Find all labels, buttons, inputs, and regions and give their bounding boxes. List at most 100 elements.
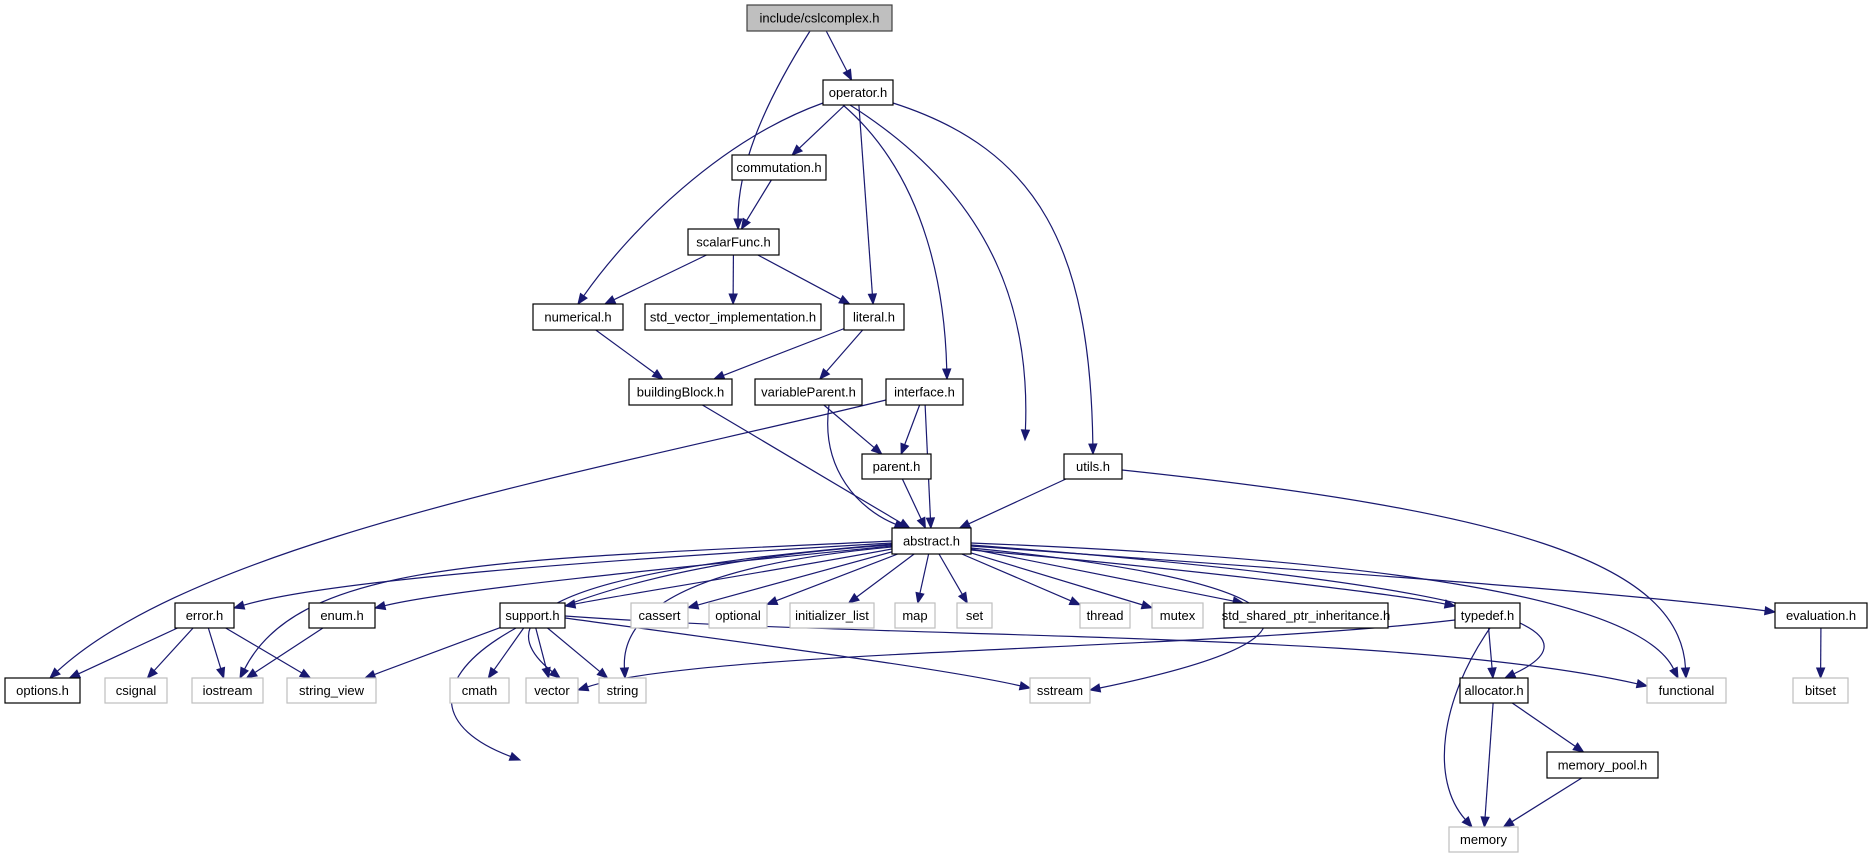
node-box <box>598 677 647 704</box>
node-cslcomplex[interactable]: include/cslcomplex.h <box>746 4 893 32</box>
node-label: memory <box>1460 832 1507 847</box>
node-box <box>1454 602 1521 629</box>
edge-line <box>153 627 194 672</box>
node-label: options.h <box>16 683 69 698</box>
node-buildingBlock[interactable]: buildingBlock.h <box>628 378 733 406</box>
arrowhead-icon <box>867 293 878 306</box>
node-literal[interactable]: literal.h <box>843 303 905 331</box>
node-box <box>843 303 905 331</box>
node-numerical[interactable]: numerical.h <box>532 303 624 331</box>
edge-abstract-to-error <box>232 542 893 610</box>
edge-line <box>825 329 864 372</box>
arrowhead-icon <box>1487 667 1497 680</box>
node-enum[interactable]: enum.h <box>308 602 376 629</box>
edge-operator-to-utils <box>892 102 1098 456</box>
arrowhead-icon <box>1088 443 1098 456</box>
node-iostream: iostream <box>191 677 264 704</box>
edge-allocator-to-memory_pool <box>1511 702 1585 753</box>
edge-scalarFunc-to-numerical <box>603 254 707 305</box>
node-box <box>754 378 863 406</box>
node-label: operator.h <box>829 85 888 100</box>
node-evaluation[interactable]: evaluation.h <box>1774 602 1868 629</box>
node-box <box>191 677 264 704</box>
edge-line <box>613 254 707 301</box>
node-utils[interactable]: utils.h <box>1063 453 1123 480</box>
node-sstream: sstream <box>1029 677 1091 704</box>
edge-error-to-iostream <box>207 627 226 680</box>
edge-line <box>450 544 893 758</box>
arrowhead-icon <box>651 368 664 380</box>
node-commutation[interactable]: commutation.h <box>731 154 827 181</box>
node-box <box>708 602 768 629</box>
node-box <box>885 378 964 406</box>
node-label: commutation.h <box>736 160 821 175</box>
arrowhead-icon <box>245 668 258 679</box>
node-std-vector-implementation[interactable]: std_vector_implementation.h <box>644 303 822 331</box>
arrowhead-icon <box>765 596 779 605</box>
edge-abstract-to-typedef <box>970 549 1457 609</box>
edges-layer <box>49 30 1826 829</box>
node-label: memory_pool.h <box>1558 758 1648 773</box>
node-cassert: cassert <box>630 602 689 629</box>
node-scalarFunc[interactable]: scalarFunc.h <box>687 228 780 256</box>
edge-line <box>1443 627 1491 820</box>
node-box <box>4 677 81 704</box>
node-options[interactable]: options.h <box>4 677 81 704</box>
node-box <box>1546 751 1659 779</box>
edge-line <box>776 553 898 602</box>
node-abstract[interactable]: abstract.h <box>891 527 972 555</box>
edge-line <box>702 404 902 524</box>
node-box <box>1459 677 1529 704</box>
node-label: support.h <box>505 608 559 623</box>
node-box <box>1774 602 1868 629</box>
arrowhead-icon <box>791 144 804 156</box>
node-parent[interactable]: parent.h <box>861 453 932 480</box>
node-support[interactable]: support.h <box>499 602 566 629</box>
node-box <box>822 79 894 106</box>
arrowhead-icon <box>712 370 726 380</box>
node-box <box>174 602 235 629</box>
edge-interface-to-options <box>49 399 887 679</box>
node-label: sstream <box>1037 683 1083 698</box>
node-interface[interactable]: interface.h <box>885 378 964 406</box>
edge-cslcomplex-to-scalarFunc <box>733 30 811 231</box>
edge-line <box>78 627 178 675</box>
node-box <box>1029 677 1091 704</box>
node-memory-pool[interactable]: memory_pool.h <box>1546 751 1659 779</box>
edge-scalarFunc-to-std_vector_implementation <box>728 254 738 306</box>
edge-support-to-sstream <box>564 617 1032 691</box>
edge-line <box>799 104 846 149</box>
node-vector: vector <box>525 677 579 704</box>
edge-line <box>737 30 811 220</box>
node-allocator[interactable]: allocator.h <box>1459 677 1529 704</box>
edge-line <box>207 627 222 669</box>
edge-line <box>1121 469 1687 669</box>
edge-line <box>842 104 948 370</box>
node-box <box>891 527 972 555</box>
edge-line <box>583 102 824 297</box>
node-typedef[interactable]: typedef.h <box>1454 602 1521 629</box>
edge-line <box>970 545 1766 612</box>
edge-abstract-to-memory <box>450 544 893 761</box>
arrowhead-icon <box>842 68 853 82</box>
edge-line <box>254 627 324 674</box>
node-error[interactable]: error.h <box>174 602 235 629</box>
arrowhead-icon <box>1140 600 1154 610</box>
edge-commutation-to-scalarFunc <box>740 179 772 231</box>
node-std-shared-ptr-inheritance[interactable]: std_shared_ptr_inheritance.h <box>1222 602 1390 629</box>
edge-line <box>243 542 893 606</box>
arrowhead-icon <box>487 666 499 680</box>
edge-enum-to-iostream <box>245 627 324 679</box>
node-thread: thread <box>1079 602 1131 629</box>
edge-line <box>858 104 873 295</box>
edge-operator-to-interface <box>842 104 952 381</box>
arrowhead-icon <box>958 519 972 529</box>
arrowhead-icon <box>925 517 936 530</box>
node-variableParent[interactable]: variableParent.h <box>754 378 863 406</box>
node-label: utils.h <box>1076 459 1110 474</box>
arrowhead-icon <box>916 516 926 530</box>
node-label: cmath <box>462 683 497 698</box>
node-operator[interactable]: operator.h <box>822 79 894 106</box>
edge-abstract-to-string <box>619 546 893 680</box>
node-box <box>687 228 780 256</box>
